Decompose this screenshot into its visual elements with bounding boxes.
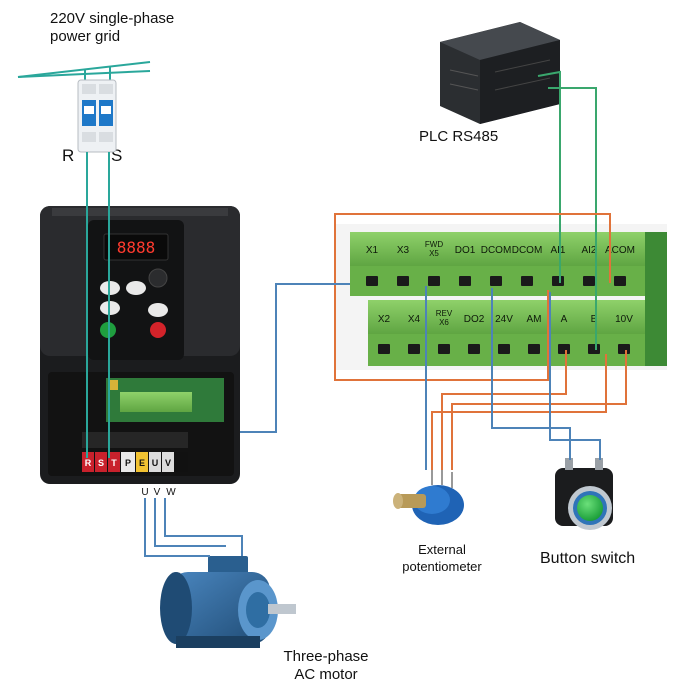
top-terminal-screw-hole bbox=[521, 276, 533, 286]
motor-output-label: W bbox=[166, 487, 176, 498]
phase-s-label: S bbox=[111, 146, 123, 165]
plc-module bbox=[440, 22, 560, 124]
bottom-terminal-label: X4 bbox=[408, 314, 421, 325]
bottom-terminal-screw-hole bbox=[528, 344, 540, 354]
bottom-terminal-label: AM bbox=[527, 314, 542, 325]
top-terminal-screw-hole bbox=[583, 276, 595, 286]
bottom-terminal-screw-hole bbox=[468, 344, 480, 354]
bottom-terminal-screw-hole bbox=[438, 344, 450, 354]
potentiometer bbox=[393, 470, 464, 525]
phase-r-label: R bbox=[62, 146, 75, 165]
bottom-terminal-screw-hole bbox=[498, 344, 510, 354]
bottom-terminal-screw-hole bbox=[408, 344, 420, 354]
potentiometer-label-line2: potentiometer bbox=[402, 559, 482, 574]
power-terminal-label: V bbox=[165, 458, 171, 468]
bottom-terminal-screw-hole bbox=[588, 344, 600, 354]
top-terminal-label: DO1 bbox=[455, 245, 476, 256]
button-switch bbox=[555, 458, 613, 530]
top-terminal-screw-hole bbox=[366, 276, 378, 286]
orange-wires bbox=[334, 213, 627, 470]
inverter: 8888 bbox=[40, 206, 240, 498]
motor-label-line2: AC motor bbox=[294, 666, 358, 683]
bottom-terminal-label: B bbox=[591, 314, 598, 325]
top-terminal-screw-hole bbox=[552, 276, 564, 286]
blue-wires bbox=[144, 283, 601, 557]
grid-label: 220V single-phase power grid bbox=[50, 10, 174, 46]
top-terminal-label: X3 bbox=[397, 245, 410, 256]
bottom-terminal-label: DO2 bbox=[464, 314, 485, 325]
bottom-terminal-screw-hole bbox=[618, 344, 630, 354]
top-terminal-label: AI1 bbox=[550, 245, 565, 256]
power-grid bbox=[17, 61, 151, 82]
power-terminal-label: U bbox=[152, 458, 159, 468]
top-terminal-label: DCOM bbox=[512, 245, 543, 256]
power-terminal-label: R bbox=[85, 458, 92, 468]
top-terminal-label: X1 bbox=[366, 245, 379, 256]
bottom-terminal-label: REV bbox=[436, 309, 453, 318]
potentiometer-label-line1: External bbox=[418, 542, 466, 557]
power-terminal-label: S bbox=[98, 458, 104, 468]
top-terminal-screw-hole bbox=[459, 276, 471, 286]
top-terminal-screw-hole bbox=[490, 276, 502, 286]
top-terminal-label: AI2 bbox=[581, 245, 596, 256]
motor-label-line1: Three-phase bbox=[283, 648, 369, 665]
bottom-terminal-label: X2 bbox=[378, 314, 391, 325]
grid-label-line2: power grid bbox=[50, 28, 121, 45]
motor bbox=[160, 556, 296, 648]
grid-label-line1: 220V single-phase bbox=[50, 10, 175, 27]
power-terminal-label: T bbox=[111, 458, 117, 468]
grid-wires bbox=[86, 152, 110, 458]
top-terminal-label: DCOM bbox=[481, 245, 512, 256]
power-terminal-label: P bbox=[125, 458, 131, 468]
top-terminal-label: FWD bbox=[425, 240, 443, 249]
plc-wires bbox=[537, 70, 597, 350]
power-terminal-label: E bbox=[139, 458, 145, 468]
bottom-terminal-screw-hole bbox=[378, 344, 390, 354]
motor-output-label: V bbox=[154, 487, 161, 498]
button-switch-label: Button switch bbox=[540, 550, 636, 567]
bottom-terminal-label: X6 bbox=[439, 318, 449, 327]
inverter-display-text: 8888 bbox=[117, 238, 156, 257]
top-terminal-screw-hole bbox=[428, 276, 440, 286]
top-terminal-screw-hole bbox=[397, 276, 409, 286]
bottom-terminal-screw-hole bbox=[558, 344, 570, 354]
plc-label: PLC RS485 bbox=[419, 128, 499, 145]
top-terminal-label: ACOM bbox=[605, 245, 635, 256]
motor-label: Three-phase AC motor bbox=[276, 648, 376, 684]
top-terminal-screw-hole bbox=[614, 276, 626, 286]
motor-output-label: U bbox=[141, 487, 148, 498]
potentiometer-label: External potentiometer bbox=[392, 541, 492, 575]
bottom-terminal-label: 24V bbox=[495, 314, 513, 325]
bottom-terminal-label: 10V bbox=[615, 314, 633, 325]
bottom-terminal-label: A bbox=[561, 314, 568, 325]
circuit-breaker bbox=[77, 79, 117, 153]
top-terminal-label: X5 bbox=[429, 249, 439, 258]
